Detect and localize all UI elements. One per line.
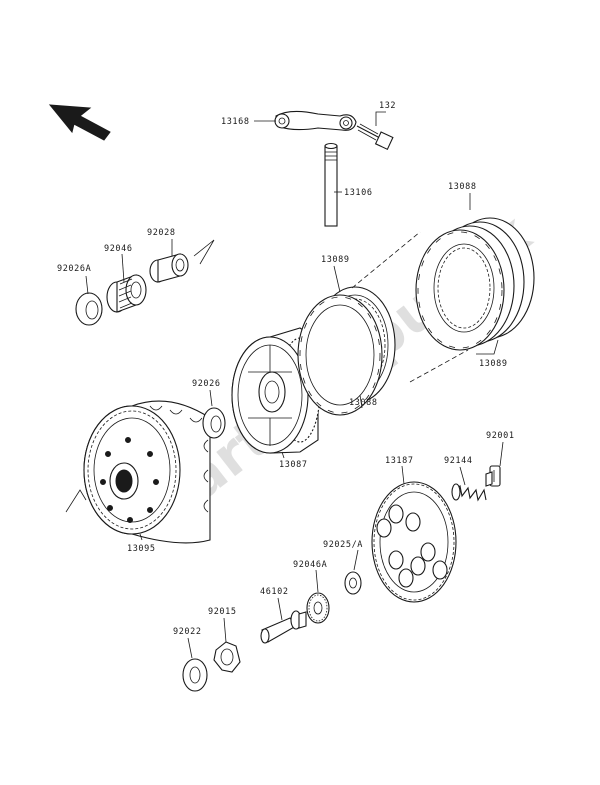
stack-outline-top (351, 231, 421, 289)
shaft-alignment-line (193, 239, 215, 265)
washer-92026[interactable] (202, 407, 226, 439)
stack-outline-bottom (409, 349, 469, 383)
release-lever-13168[interactable] (274, 110, 357, 131)
sleeve-92028[interactable] (149, 253, 189, 283)
label-92015: 92015 (208, 607, 237, 617)
friction-plate-13088[interactable] (297, 294, 383, 416)
label-13087: 13087 (279, 460, 308, 470)
bolt-132[interactable] (356, 123, 394, 151)
label-13187: 13187 (385, 456, 414, 466)
washer-92022[interactable] (182, 658, 208, 692)
label-13089-front: 13089 (321, 255, 350, 265)
label-92025A: 92025/A (323, 540, 363, 550)
leader-lines (85, 111, 504, 659)
washer-92026A[interactable] (75, 292, 103, 326)
shaft-alignment-line-left (65, 489, 87, 513)
nut-92015[interactable] (213, 641, 241, 673)
clutch-hub-13087[interactable] (231, 327, 321, 454)
label-92022: 92022 (173, 627, 202, 637)
pressure-plate-13187[interactable] (371, 481, 457, 603)
part-labels: 13168 132 13106 13088 92028 92046 92026A… (57, 101, 515, 637)
label-13168: 13168 (221, 117, 250, 127)
spring-92144[interactable] (451, 483, 487, 502)
label-132: 132 (379, 101, 396, 111)
label-13095: 13095 (127, 544, 156, 554)
needle-bearing-92046[interactable] (106, 274, 147, 313)
label-13089-back: 13089 (479, 359, 508, 369)
push-rod-13106[interactable] (324, 142, 338, 227)
label-92026: 92026 (192, 379, 221, 389)
clutch-housing-13095[interactable] (83, 400, 211, 544)
thrust-bearing-92046A[interactable] (306, 592, 330, 624)
label-13106: 13106 (344, 188, 373, 198)
bolt-92001[interactable] (485, 465, 501, 487)
washer-92025A[interactable] (344, 571, 362, 595)
label-92144: 92144 (444, 456, 473, 466)
label-92046A: 92046A (293, 560, 327, 570)
label-13088-top: 13088 (448, 182, 477, 192)
push-piece-46102[interactable] (260, 610, 307, 644)
label-13088-bottom: 13088 (349, 398, 378, 408)
label-92001: 92001 (486, 431, 515, 441)
label-92046: 92046 (104, 244, 133, 254)
label-46102: 46102 (260, 587, 289, 597)
front-direction-arrow-icon (48, 104, 111, 141)
clutch-plate-stack[interactable] (415, 217, 535, 351)
label-92028: 92028 (147, 228, 176, 238)
label-92026A: 92026A (57, 264, 91, 274)
